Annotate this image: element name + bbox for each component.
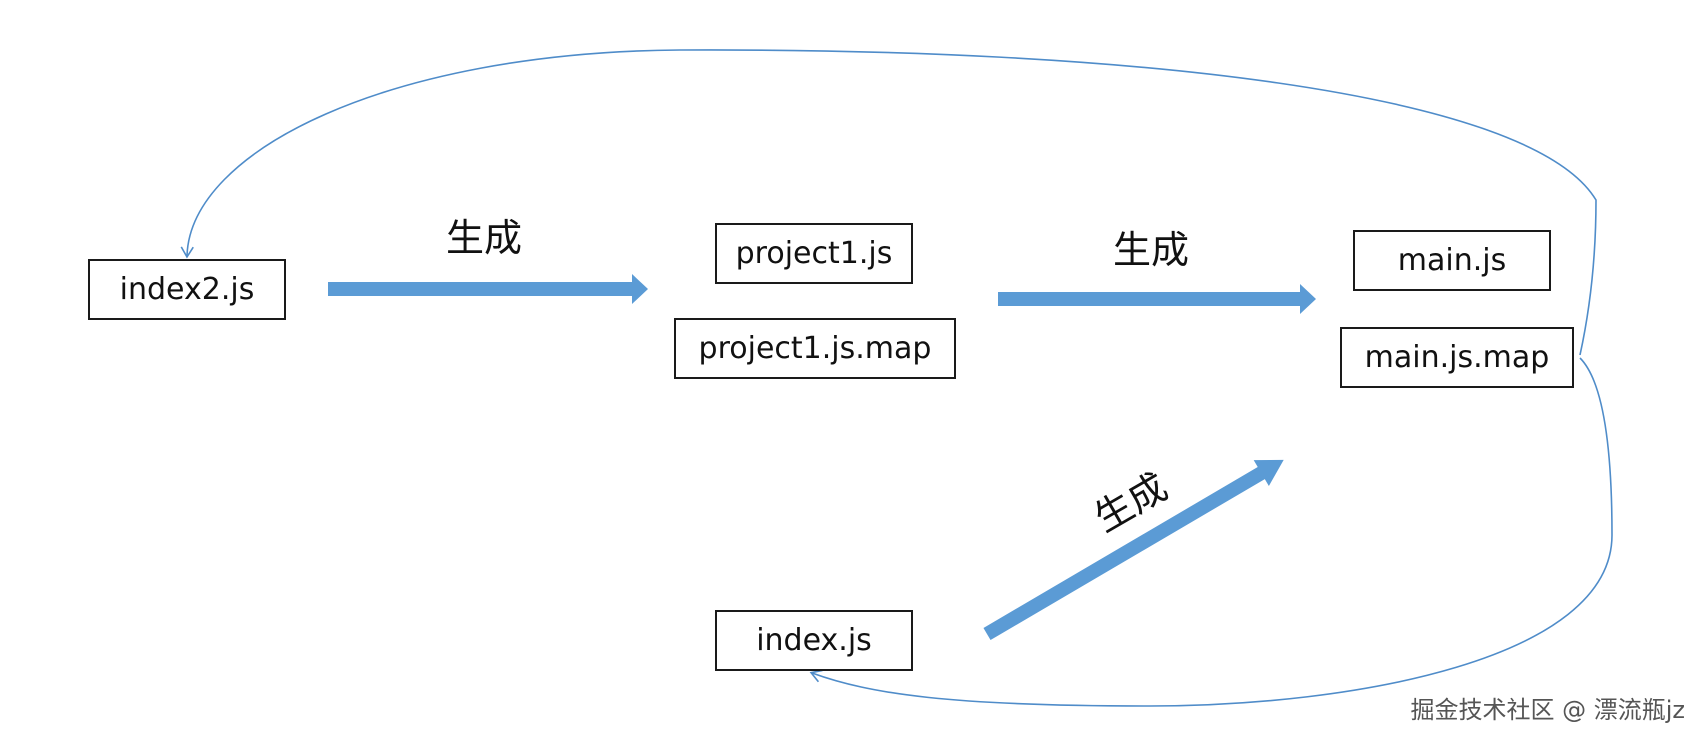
curve-main-map-to-index2 xyxy=(180,49,1597,356)
arrow-index-to-main xyxy=(983,459,1284,641)
node-main-js-label: main.js xyxy=(1397,243,1507,278)
node-index-js-label: index.js xyxy=(756,623,872,658)
node-main-js-map: main.js.map xyxy=(1340,327,1574,388)
node-index2-js-label: index2.js xyxy=(119,272,255,307)
node-index-js: index.js xyxy=(715,610,913,671)
node-project1-js: project1.js xyxy=(715,223,913,284)
curve-main-map-to-index xyxy=(809,357,1613,707)
watermark: 掘金技术社区 @ 漂流瓶jz xyxy=(1410,696,1685,724)
arrow-project1-to-main xyxy=(998,284,1316,314)
node-main-js: main.js xyxy=(1353,230,1551,291)
node-index2-js: index2.js xyxy=(88,259,286,320)
node-project1-js-map-label: project1.js.map xyxy=(698,331,932,366)
edge-label-index2-to-project1: 生成 xyxy=(446,216,523,260)
node-main-js-map-label: main.js.map xyxy=(1364,340,1550,375)
arrow-index2-to-project1 xyxy=(328,274,648,304)
node-project1-js-label: project1.js xyxy=(735,236,893,271)
node-project1-js-map: project1.js.map xyxy=(674,318,956,379)
edge-label-project1-to-main: 生成 xyxy=(1113,228,1190,272)
